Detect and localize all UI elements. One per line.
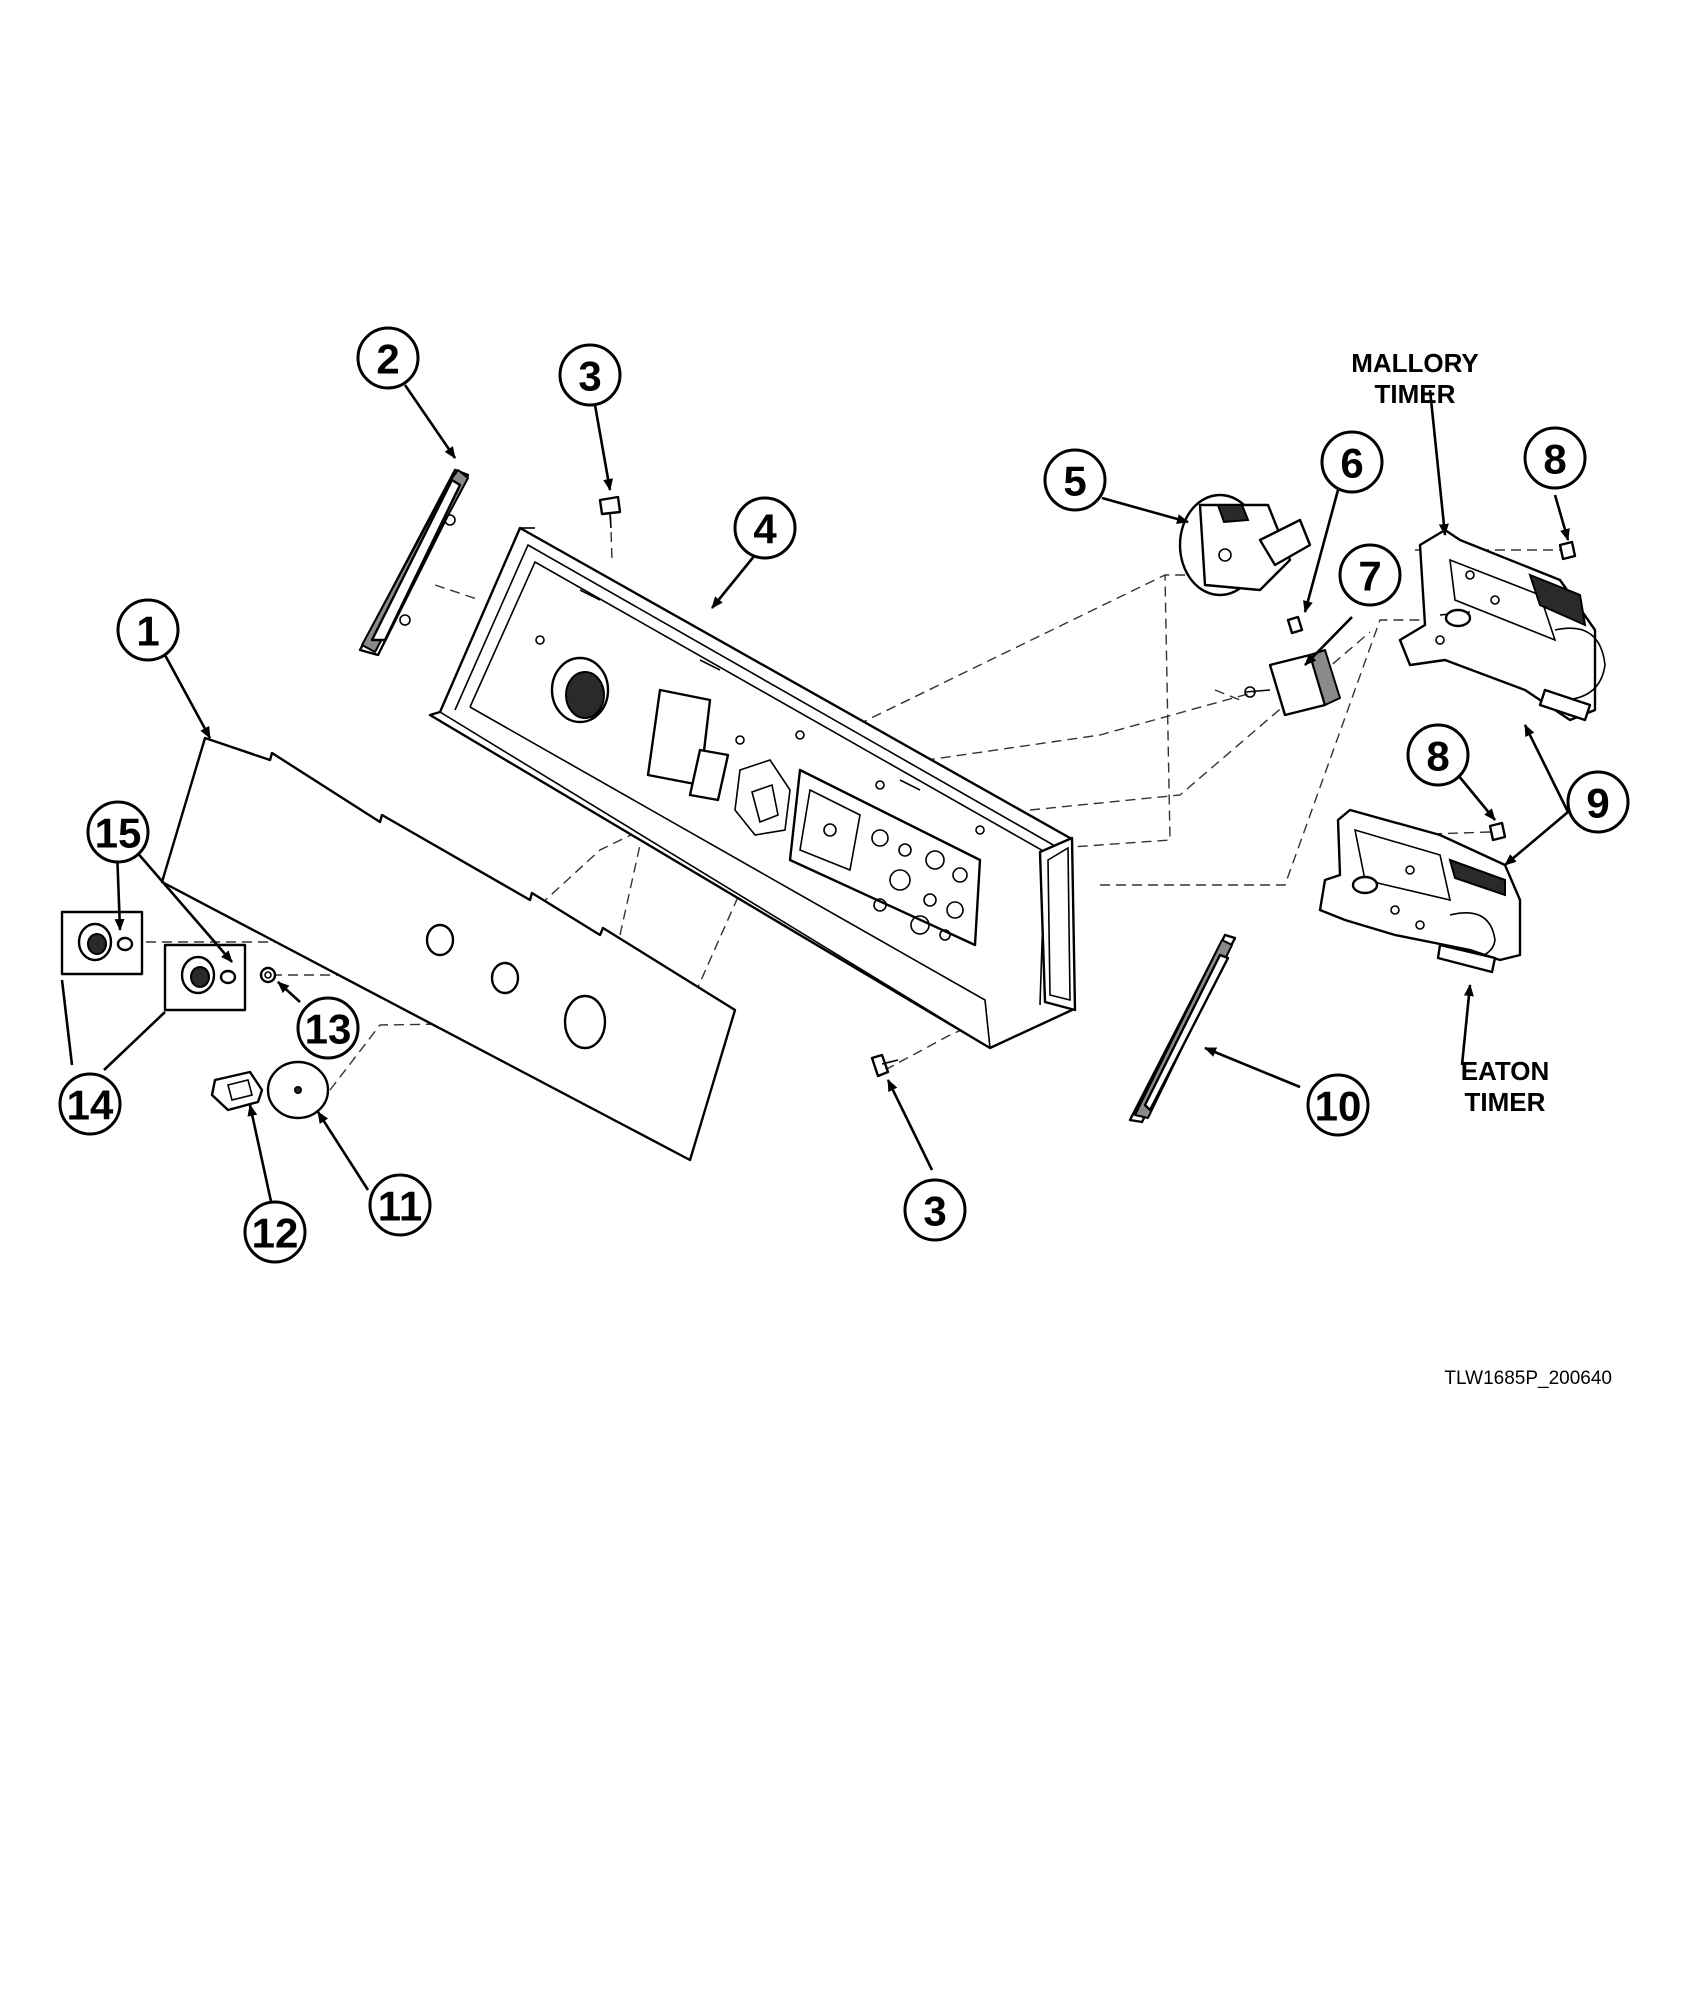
callout-9: 9: [1566, 770, 1630, 834]
callout-number: 8: [1543, 436, 1566, 483]
callout-number: 9: [1586, 780, 1609, 827]
overlay-panel: [160, 736, 737, 1162]
callout-13: 13: [296, 996, 360, 1060]
callout-15: 15: [86, 800, 150, 864]
callout-number: 3: [578, 353, 601, 400]
callout-number: 7: [1358, 553, 1381, 600]
small-knob: [210, 1070, 264, 1112]
callout-number: 14: [67, 1082, 114, 1129]
spring-clip: [259, 966, 277, 984]
mallory-timer-label-line2: TIMER: [1375, 379, 1456, 409]
callout-7: 7: [1338, 543, 1402, 607]
screw-top: [598, 495, 622, 529]
callout-number: 3: [923, 1188, 946, 1235]
water-level-switch: [1178, 493, 1312, 597]
screw-eaton: [1488, 821, 1507, 842]
callout-number: 13: [305, 1006, 352, 1053]
callout-8-eaton: 8: [1406, 723, 1470, 787]
screw-timer-bracket: [1286, 615, 1304, 635]
callout-number: 2: [376, 336, 399, 383]
mallory-timer: [1398, 528, 1606, 722]
eaton-timer-label-line2: TIMER: [1465, 1087, 1546, 1117]
drawing-code: TLW1685P_200640: [1444, 1368, 1612, 1389]
callout-number: 15: [95, 810, 142, 857]
callout-number: 6: [1340, 440, 1363, 487]
callout-number: 11: [378, 1183, 422, 1230]
callout-4: 4: [733, 496, 797, 560]
eaton-timer: [1318, 808, 1522, 974]
callout-number: 4: [753, 506, 777, 553]
callout-number: 8: [1426, 733, 1449, 780]
left-end-cap: [358, 468, 470, 657]
callout-11: 11: [368, 1173, 432, 1237]
mallory-timer-label-line1: MALLORY: [1351, 348, 1479, 378]
callout-10: 10: [1306, 1073, 1370, 1137]
callout-number: 12: [252, 1210, 299, 1257]
callout-8-mallory: 8: [1523, 426, 1587, 490]
screw-mallory: [1558, 540, 1577, 561]
knob-kit-2: [163, 943, 247, 1012]
callout-number: 5: [1063, 458, 1086, 505]
callout-2: 2: [356, 326, 420, 390]
callout-6: 6: [1320, 430, 1384, 494]
callout-14: 14: [58, 1072, 122, 1136]
eaton-timer-label-line1: EATON: [1461, 1056, 1550, 1086]
console-cutouts: [535, 635, 985, 941]
knob-kit-1: [60, 910, 144, 976]
callout-12: 12: [243, 1200, 307, 1264]
callout-3-bottom: 3: [903, 1178, 967, 1242]
callout-3-top: 3: [558, 343, 622, 407]
right-end-cap: [1128, 933, 1237, 1124]
control-console: [428, 526, 1077, 1050]
callout-5: 5: [1043, 448, 1107, 512]
callout-number: 10: [1315, 1083, 1362, 1130]
leader-lines: [60, 384, 1570, 1207]
screw-bottom: [870, 1053, 899, 1078]
callout-1: 1: [116, 598, 180, 662]
callout-number: 1: [136, 608, 159, 655]
rotary-switch: [1244, 649, 1341, 717]
knob-skirt-disc: [266, 1060, 330, 1120]
